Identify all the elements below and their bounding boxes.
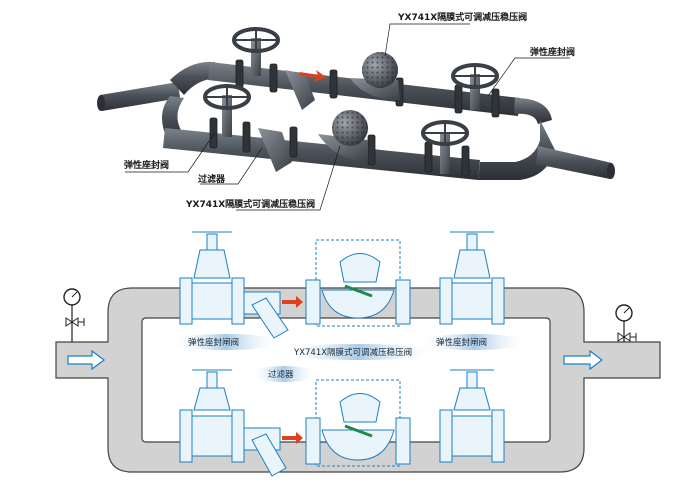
gate-valve-upper-right (439, 231, 505, 325)
label-strainer-schematic: 过滤器 (268, 369, 294, 380)
label-gate-valve-left: 弹性座封阀 (124, 159, 169, 171)
flow-arrow-icon (282, 432, 303, 444)
reducing-valve-lower (318, 110, 368, 162)
gate-valve-lower-left (179, 369, 245, 463)
strainer-upper (285, 70, 315, 110)
reducing-valve-upper-schematic (305, 239, 411, 327)
label-gate-valve-left-schematic: 弹性座封闸阀 (188, 337, 239, 348)
outlet-pipe (536, 146, 612, 179)
flow-arrow-icon (299, 70, 326, 82)
handwheel-icon (451, 63, 499, 110)
lower-branch-pipe (163, 128, 480, 180)
pressure-gauge-icon (615, 304, 637, 342)
label-gate-valve-right-schematic: 弹性座封闸阀 (436, 337, 487, 348)
label-reducing-valve-schematic: YX741X隔膜式可调减压稳压阀 (293, 347, 412, 358)
reducing-valve-lower-schematic (305, 379, 411, 467)
gate-valve-lower-right (439, 369, 505, 463)
gate-valve-upper-left (179, 231, 245, 325)
inlet-pipe (100, 82, 180, 111)
schematic: 弹性座封闸阀 YX741X隔膜式可调减压稳压阀 弹性座封闸阀 过滤器 (55, 231, 661, 477)
label-strainer-top: 过滤器 (198, 173, 226, 185)
handwheel-icon (421, 120, 469, 174)
label-reducing-valve-bottom: YX741X隔膜式可调减压稳压阀 (185, 198, 315, 210)
inlet-flow-arrow-icon (67, 349, 105, 371)
strainer-lower (258, 128, 292, 172)
strainer-upper-schematic (243, 291, 289, 339)
outlet-flow-arrow-icon (563, 349, 603, 371)
handwheel-icon (232, 27, 280, 76)
label-reducing-valve-top: YX741X隔膜式可调减压稳压阀 (397, 11, 527, 23)
flow-arrow-icon (282, 296, 303, 308)
label-gate-valve-right: 弹性座封阀 (530, 46, 575, 58)
reducing-valve-upper (350, 52, 400, 100)
upper-row-components (179, 231, 505, 339)
strainer-lower-schematic (243, 427, 287, 477)
pressure-gauge-icon (63, 288, 85, 342)
3d-illustration: YX741X隔膜式可调减压稳压阀 弹性座封阀 弹性座封阀 过滤器 YX741X隔… (97, 11, 615, 211)
lower-row-components (179, 369, 505, 477)
handwheel-icon (203, 84, 251, 137)
